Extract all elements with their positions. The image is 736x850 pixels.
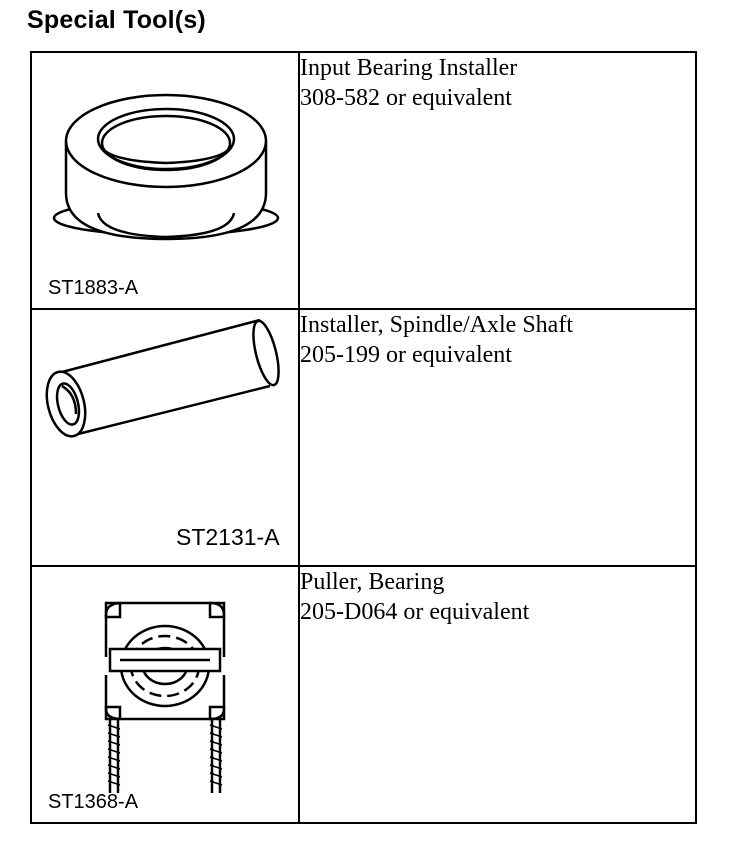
tool-code: ST2131-A [176,524,280,550]
table-row: ST1368-A Puller, Bearing 205-D064 or equ… [30,565,697,824]
tool-code: ST1883-A [48,277,139,299]
tool-description-cell: Input Bearing Installer 308-582 or equiv… [298,51,697,310]
tool-description-cell: Installer, Spindle/Axle Shaft 205-199 or… [298,308,697,567]
tool-part-number: 205-D064 or equivalent [300,599,530,625]
table-row: ST1883-A Input Bearing Installer 308-582… [30,51,697,310]
tool-image-cell: ST1883-A [30,51,300,310]
tool-name: Puller, Bearing [300,569,445,595]
bearing-installer-ring-icon [52,93,280,241]
tool-image-cell: ST2131-A [30,308,300,567]
special-tools-table: ST1883-A Input Bearing Installer 308-582… [30,51,697,824]
axle-shaft-installer-tube-icon [45,318,280,438]
tool-part-number: 308-582 or equivalent [300,85,512,111]
tool-name: Input Bearing Installer [300,55,518,81]
bearing-puller-icon [104,601,226,793]
tool-description-cell: Puller, Bearing 205-D064 or equivalent [298,565,697,824]
tool-part-number: 205-199 or equivalent [300,342,512,368]
tool-image-cell: ST1368-A [30,565,300,824]
tool-name: Installer, Spindle/Axle Shaft [300,312,573,338]
page-title: Special Tool(s) [27,6,206,34]
tool-code: ST1368-A [48,791,139,813]
table-row: ST2131-A Installer, Spindle/Axle Shaft 2… [30,308,697,567]
